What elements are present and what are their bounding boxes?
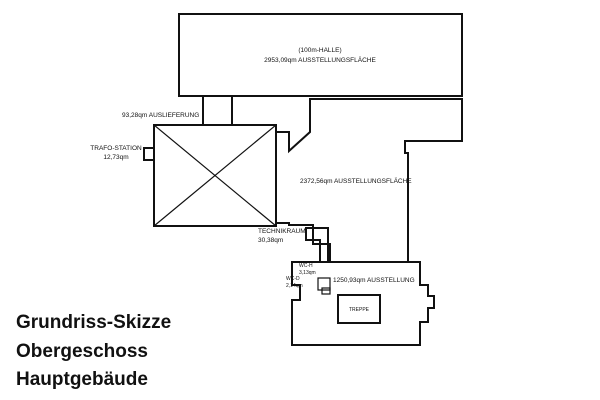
trafo-name-label: TRAFO-STATION bbox=[90, 145, 142, 152]
halle-outline bbox=[178, 13, 463, 97]
technik-area-label: 30,38qm bbox=[258, 237, 283, 244]
trafo-notch bbox=[143, 147, 155, 161]
wc-h-name-label: WC-H bbox=[299, 263, 313, 269]
wc-h-area-label: 3,13qm bbox=[299, 270, 316, 276]
trafo-box bbox=[153, 124, 277, 227]
caption-line-1: Grundriss-Skizze bbox=[16, 312, 172, 333]
technik-name-label: TECHNIKRAUM bbox=[258, 228, 306, 235]
trafo-cross-2 bbox=[153, 124, 277, 227]
halle-name-label: (100m-HALLE) bbox=[298, 47, 341, 54]
trafo-area-label: 12,73qm bbox=[103, 154, 128, 161]
wc-d-name-label: WC-D bbox=[286, 276, 300, 282]
wc-small-box bbox=[321, 287, 331, 295]
wc-d-area-label: 2,14qm bbox=[286, 283, 303, 289]
halle-area-label: 2953,09qm AUSSTELLUNGSFLÄCHE bbox=[264, 56, 376, 64]
ausstellung-label: 1250,93qm AUSSTELLUNG bbox=[333, 277, 415, 284]
wc-box bbox=[317, 277, 331, 291]
caption-line-2: Obergeschoss bbox=[16, 341, 148, 362]
caption-line-3: Hauptgebäude bbox=[16, 369, 148, 390]
ausstellung-outline bbox=[291, 261, 435, 346]
treppe-box bbox=[337, 294, 381, 324]
auslieferung-label: 93,28qm AUSLIEFERUNG bbox=[122, 112, 199, 119]
main-area-label: 2372,56qm AUSSTELLUNGSFLÄCHE bbox=[300, 177, 412, 185]
treppe-label: TREPPE bbox=[349, 307, 370, 313]
